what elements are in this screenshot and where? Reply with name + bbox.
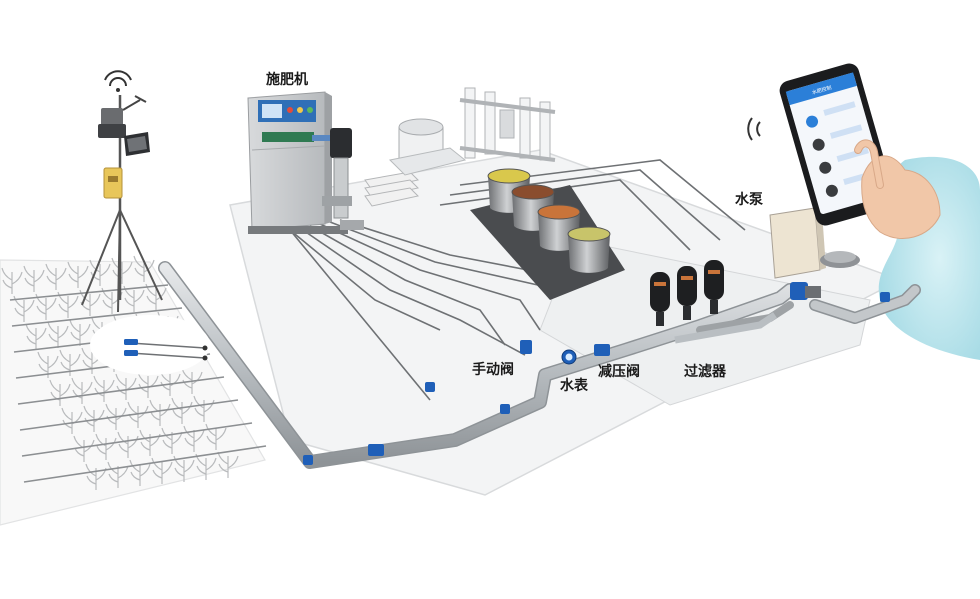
- crop-plant: [85, 463, 107, 490]
- crop-plant: [127, 401, 149, 428]
- crop-plant: [13, 295, 35, 322]
- crop-plant: [123, 285, 145, 312]
- crop-plant: [69, 319, 91, 346]
- crop-plant: [23, 265, 45, 292]
- crop-plant: [81, 347, 103, 374]
- label-filter: 过滤器: [684, 363, 727, 380]
- crop-plant: [139, 429, 161, 456]
- crop-plant: [49, 379, 71, 406]
- crop-plant: [193, 395, 215, 422]
- treatment-columns: [459, 87, 556, 162]
- valve-field: [368, 444, 384, 456]
- label-pressure-reducing-valve: 减压阀: [598, 363, 640, 380]
- crop-plant: [83, 405, 105, 432]
- fertilizer-bags: [364, 171, 420, 207]
- fertilizer-machine: [247, 91, 364, 234]
- crop-plant: [57, 291, 79, 318]
- crop-plant: [217, 451, 239, 478]
- crop-plant: [145, 283, 167, 310]
- crop-plant: [149, 399, 171, 426]
- crop-plant: [59, 349, 81, 376]
- crop-plant: [105, 403, 127, 430]
- crop-plant: [47, 321, 69, 348]
- crop-plant: [173, 455, 195, 482]
- label-manual-valve: 手动阀: [472, 361, 514, 378]
- label-water-pump: 水泵: [735, 191, 763, 208]
- disc-filters: [650, 260, 777, 344]
- crop-plant: [151, 457, 173, 484]
- crop-plant: [73, 435, 95, 462]
- fertilizer-tanks: [470, 168, 625, 300]
- tank-4: [567, 226, 611, 273]
- crop-plant: [93, 375, 115, 402]
- crop-plant: [95, 433, 117, 460]
- crop-plant: [205, 423, 227, 450]
- crop-plant: [181, 367, 203, 394]
- crop-plant: [1, 267, 23, 294]
- crop-plant: [117, 431, 139, 458]
- crop-plant: [159, 369, 181, 396]
- crop-plant: [35, 293, 57, 320]
- component-labels: 施肥机 水泵 手动阀 水表 减压阀 过滤器: [266, 71, 763, 394]
- crop-plant: [37, 351, 59, 378]
- crop-plant: [115, 373, 137, 400]
- crop-plant: [129, 459, 151, 486]
- crop-field: [0, 255, 266, 526]
- label-fertilizer-machine: 施肥机: [266, 71, 308, 88]
- pressure-reducing-valve: [594, 344, 610, 356]
- crop-plant: [67, 261, 89, 288]
- crop-plant: [195, 453, 217, 480]
- crop-plant: [71, 377, 93, 404]
- weather-station: [81, 70, 163, 313]
- crop-plant: [111, 257, 133, 284]
- soil-moisture-probes: [124, 339, 208, 361]
- crop-plant: [133, 255, 155, 282]
- crop-plant: [171, 397, 193, 424]
- inline-valves: [303, 292, 890, 465]
- manual-valve: [520, 340, 532, 354]
- crop-plant: [89, 259, 111, 286]
- crop-plant: [25, 323, 47, 350]
- hand: [854, 139, 941, 239]
- crop-plant: [101, 287, 123, 314]
- label-water-meter: 水表: [560, 377, 589, 394]
- crop-plant: [79, 289, 101, 316]
- sensor-cables: [90, 315, 210, 375]
- mixing-tank: [388, 118, 467, 176]
- water-pump-station: [769, 207, 860, 300]
- crop-plant: [45, 263, 67, 290]
